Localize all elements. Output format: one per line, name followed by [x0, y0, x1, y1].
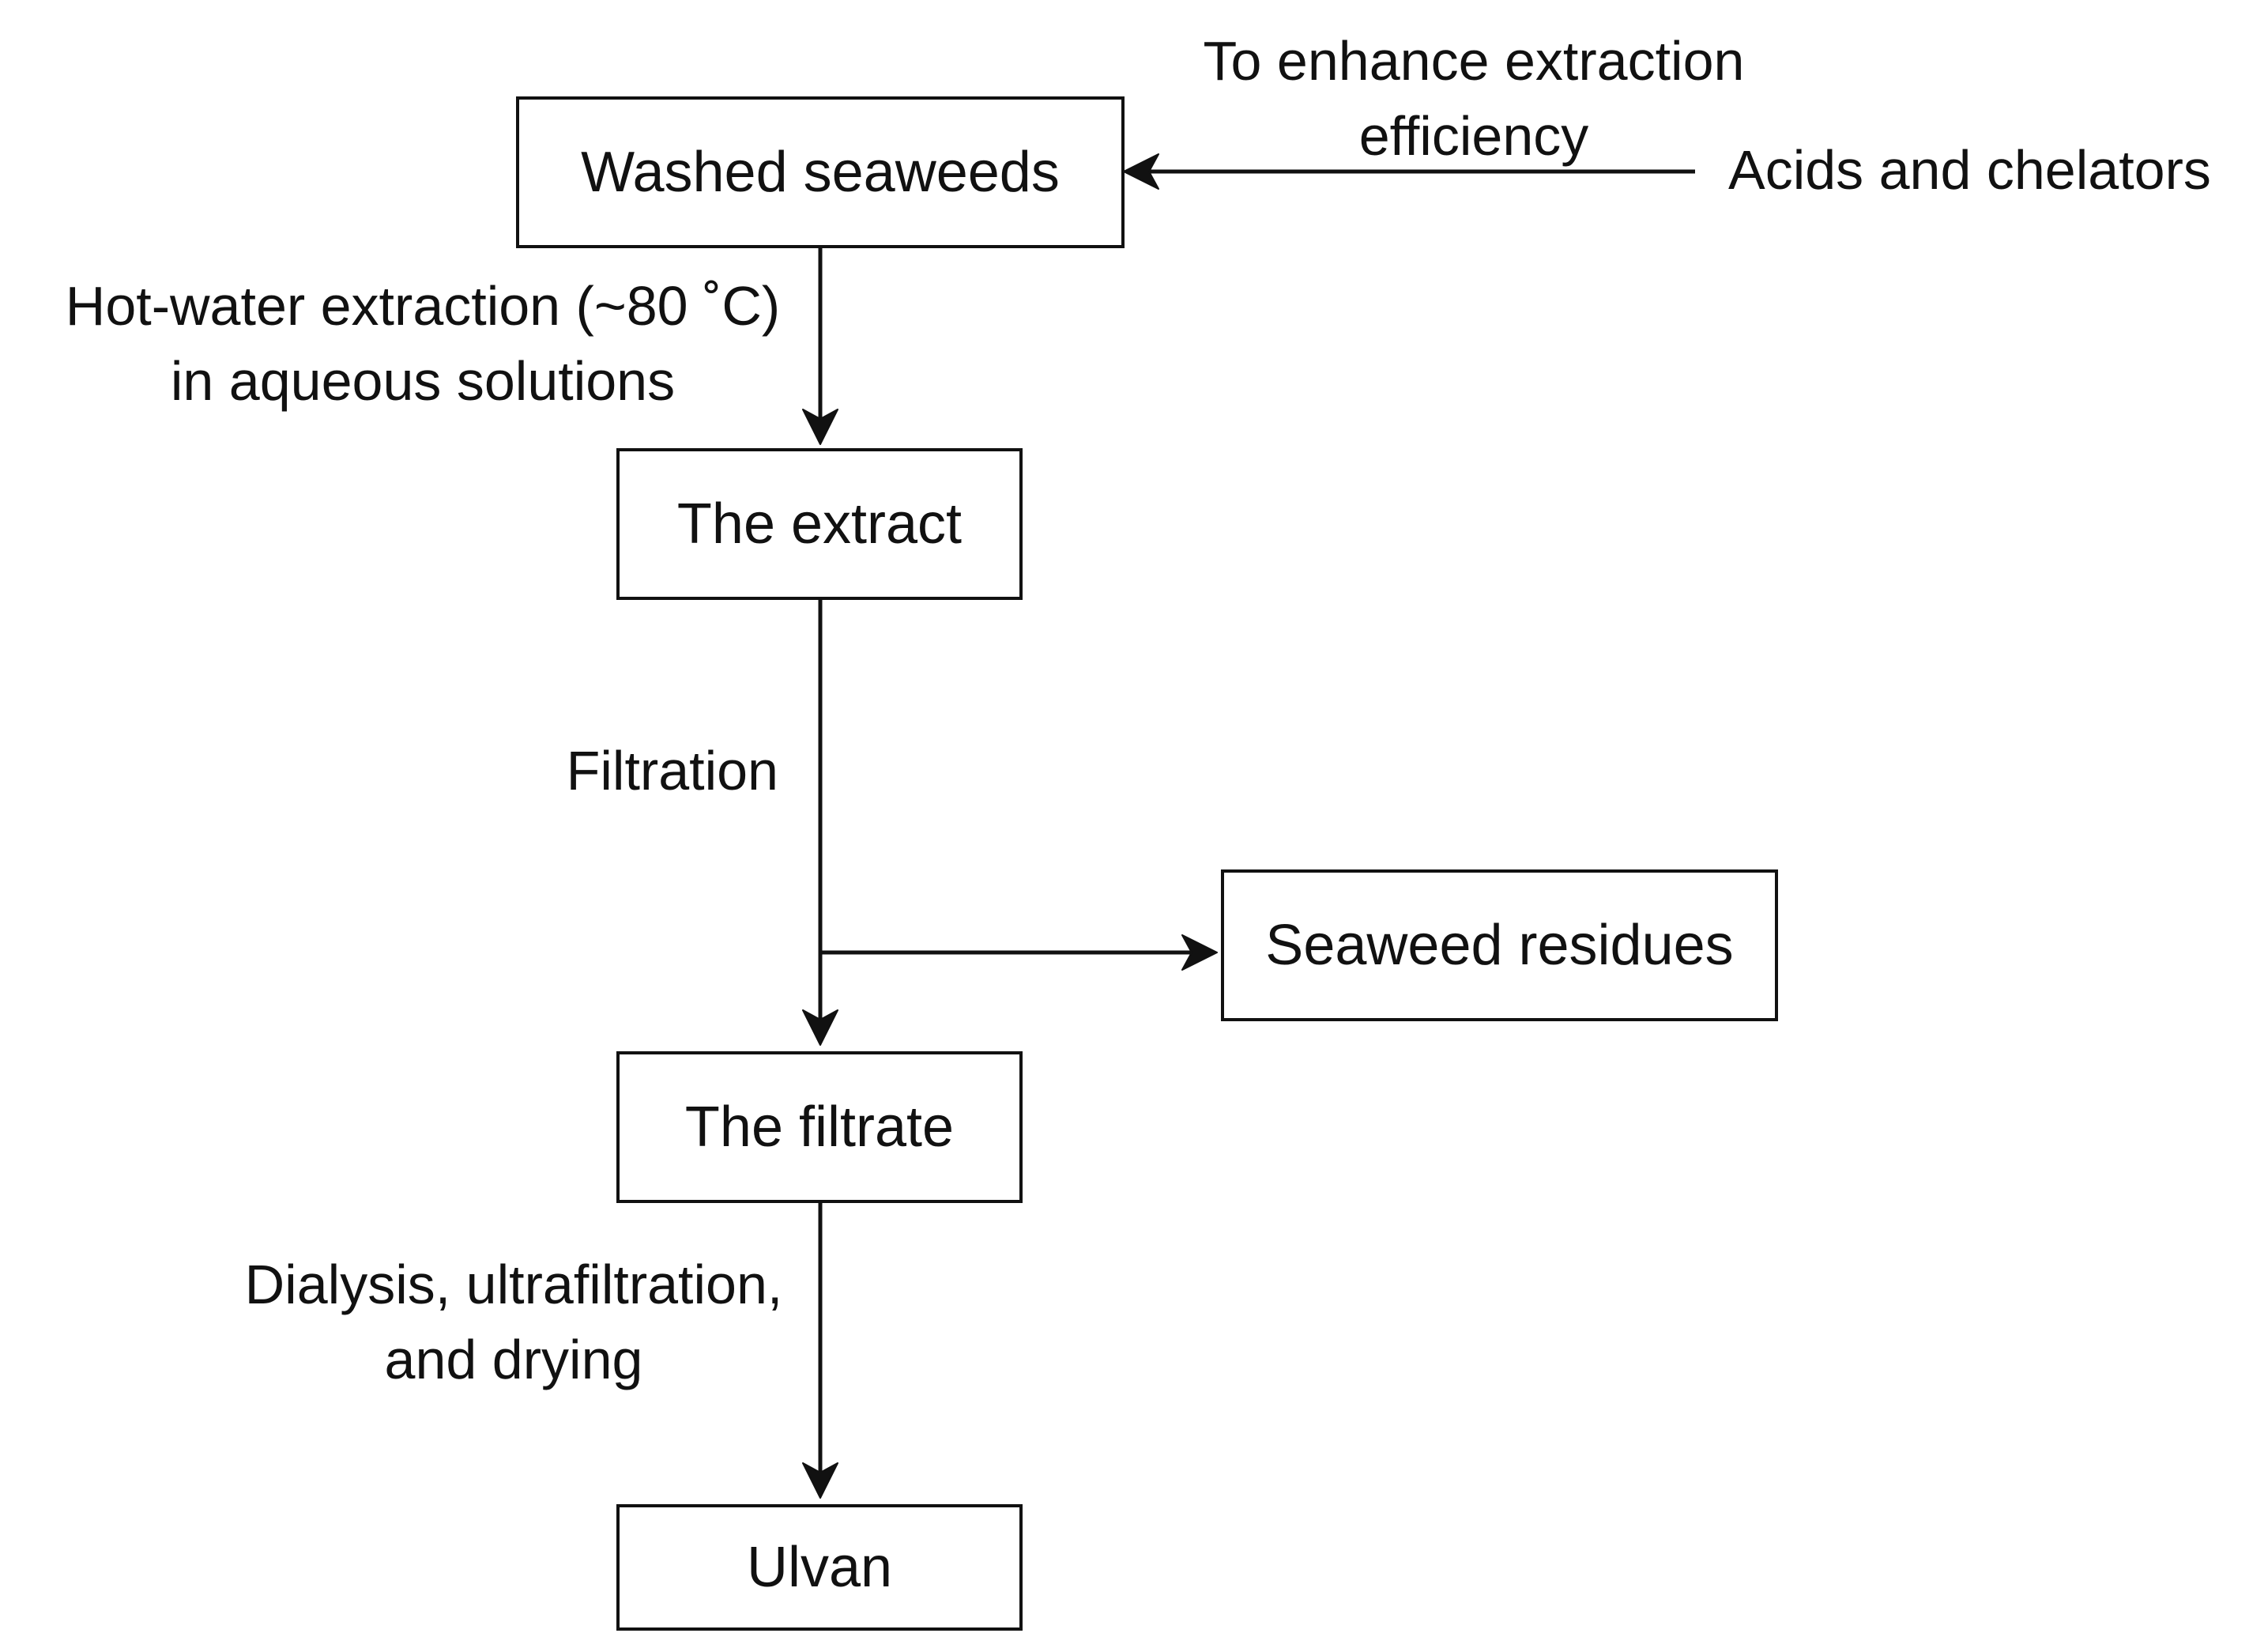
label-line: Dialysis, ultrafiltration,	[244, 1254, 783, 1315]
label-enhance-efficiency: To enhance extraction efficiency	[1177, 24, 1770, 174]
label-line: To enhance extraction	[1203, 30, 1745, 92]
label-line: Hot-water extraction (~80 ˚C)	[65, 275, 781, 337]
arrowhead-down	[802, 1009, 838, 1046]
node-ulvan: Ulvan	[616, 1504, 1023, 1631]
label-line: in aqueous solutions	[170, 350, 676, 413]
arrowhead-down	[802, 1462, 838, 1499]
arrowhead-left	[1123, 153, 1159, 190]
node-seaweed-residues: Seaweed residues	[1221, 869, 1778, 1021]
node-the-filtrate: The filtrate	[616, 1051, 1023, 1203]
arrowhead-right	[1181, 934, 1218, 971]
node-washed-seaweeds: Washed seaweeds	[516, 96, 1125, 248]
label-filtration: Filtration	[566, 740, 778, 801]
label-line: and drying	[384, 1329, 643, 1391]
label-line: efficiency	[1358, 105, 1589, 168]
label-dialysis-ultrafiltration-drying: Dialysis, ultrafiltration, and drying	[213, 1247, 814, 1397]
arrowhead-down	[802, 409, 838, 445]
label-acids-and-chelators: Acids and chelators	[1728, 139, 2211, 201]
node-the-extract: The extract	[616, 448, 1023, 600]
label-hot-water-extraction: Hot-water extraction (~80 ˚C) in aqueous…	[32, 269, 814, 419]
